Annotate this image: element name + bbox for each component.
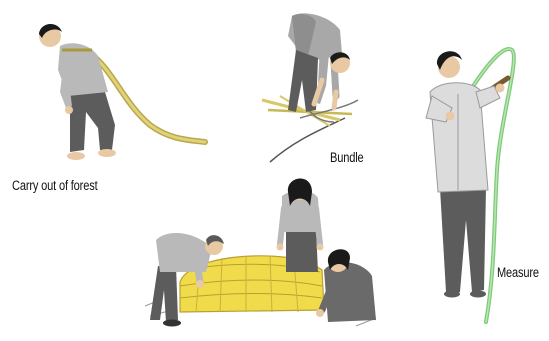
caption-carry-out-of-forest: Carry out of forest — [12, 178, 97, 193]
centre-worker-trousers — [286, 228, 318, 272]
carrier-trousers — [70, 92, 115, 152]
measurer-trousers — [440, 188, 486, 292]
left-worker-shirt — [156, 233, 212, 272]
person-bundling-rattan — [262, 13, 358, 162]
person-measuring-rattan — [426, 49, 514, 322]
left-worker-trousers — [150, 266, 178, 322]
caption-bundle: Bundle — [330, 150, 363, 165]
caption-measure: Measure — [497, 265, 539, 280]
person-carrying-rattan — [39, 24, 205, 160]
group-bundling-rattan-pile — [145, 178, 376, 326]
